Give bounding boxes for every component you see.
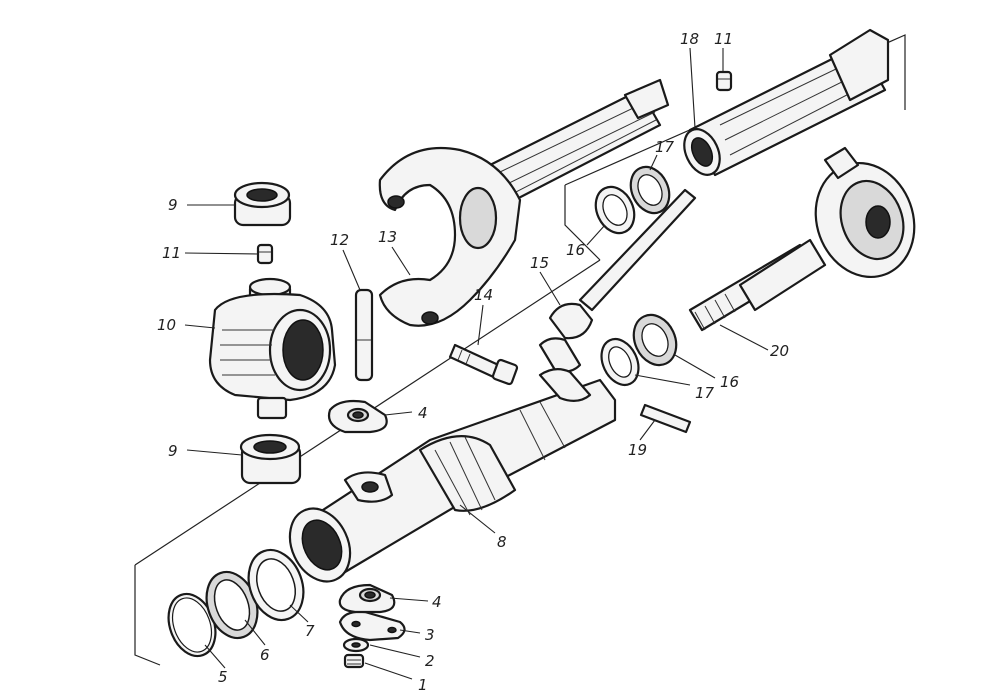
screw <box>343 653 365 669</box>
callout-15: 15 <box>530 254 549 272</box>
callout-10: 10 <box>157 316 176 334</box>
callout-6: 6 <box>260 646 270 664</box>
grease-nipple-right <box>715 70 733 92</box>
knuckle-housing <box>208 277 337 420</box>
ring-upper-16 <box>594 185 636 235</box>
callout-labels: 1 2 3 4 4 5 6 7 8 9 9 10 11 11 12 13 14 … <box>157 30 789 694</box>
ring-upper-17 <box>629 165 671 215</box>
steering-rod <box>538 188 697 402</box>
flange-upper <box>327 399 388 434</box>
callout-11-right: 11 <box>714 30 733 48</box>
callout-8: 8 <box>497 533 507 551</box>
grease-nipple-left <box>256 243 274 265</box>
callout-17-upper: 17 <box>655 138 675 156</box>
main-housing <box>288 378 617 583</box>
callout-7: 7 <box>305 622 315 640</box>
callout-16-upper: 16 <box>566 241 585 259</box>
callout-11-left: 11 <box>162 244 181 262</box>
callout-20: 20 <box>770 342 789 360</box>
callout-4-lower: 4 <box>432 593 442 611</box>
bolt <box>448 343 519 386</box>
callout-9-top: 9 <box>168 196 178 214</box>
callout-4-upper: 4 <box>418 404 428 422</box>
flange-lower <box>338 583 396 614</box>
pin <box>354 288 374 382</box>
callout-14: 14 <box>474 286 493 304</box>
tie-rod-end <box>688 146 916 332</box>
callout-1: 1 <box>418 676 428 694</box>
outer-tube <box>683 28 890 177</box>
bearing-top <box>233 181 292 227</box>
washer <box>342 637 370 653</box>
leader-lines <box>184 47 769 680</box>
callout-13: 13 <box>378 228 397 246</box>
callout-16-lower: 16 <box>720 373 739 391</box>
callout-19: 19 <box>628 441 647 459</box>
callout-5: 5 <box>218 668 228 686</box>
callout-9-bottom: 9 <box>168 442 178 460</box>
bearing-ring <box>247 548 305 622</box>
callout-2: 2 <box>425 652 435 670</box>
callout-12: 12 <box>330 231 349 249</box>
gasket-plate <box>338 610 406 642</box>
bearing-bottom <box>239 433 302 485</box>
ring-lower-16 <box>632 313 678 367</box>
callout-3: 3 <box>425 626 435 644</box>
small-pin <box>639 403 692 434</box>
callout-18: 18 <box>680 30 699 48</box>
ring-lower-17 <box>600 337 640 387</box>
callout-17-lower: 17 <box>695 384 715 402</box>
yoke-shaft <box>378 78 670 327</box>
